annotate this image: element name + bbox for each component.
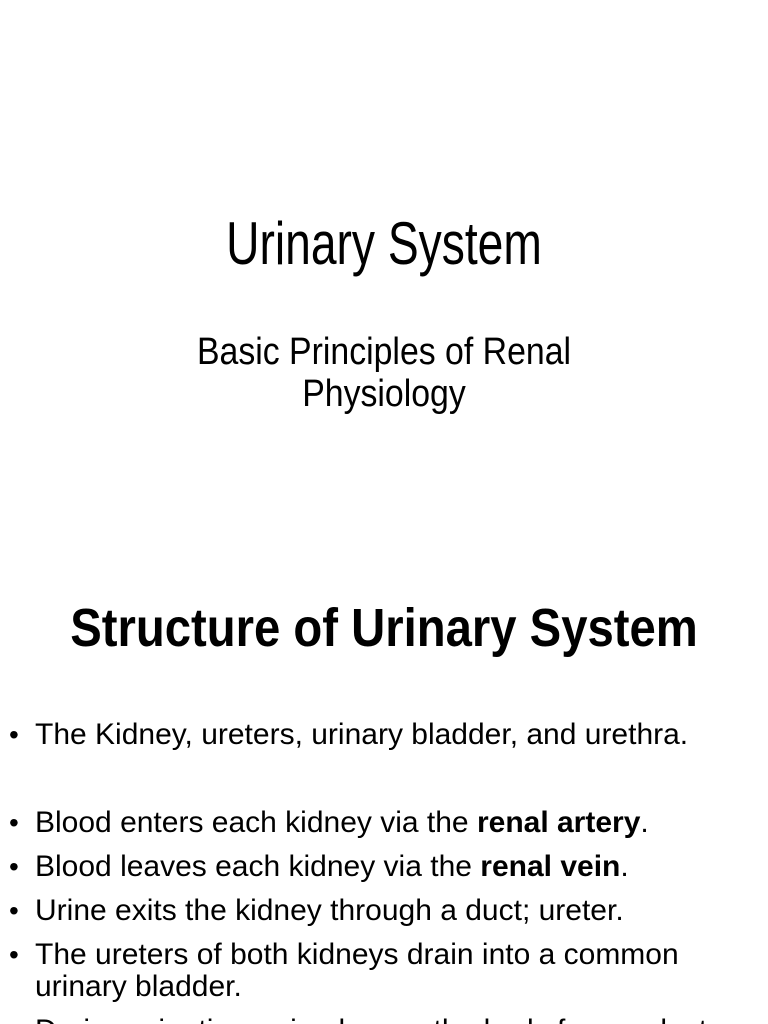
bullet-marker: • — [9, 895, 19, 926]
bullet-marker: • — [9, 939, 19, 970]
slide1-subtitle-line1: Basic Principles of Renal — [196, 331, 572, 373]
bullet-list: • The Kidney, ureters, urinary bladder, a… — [0, 719, 745, 1024]
bullet-marker: • — [9, 719, 19, 750]
bullet-text: Blood enters each kidney via the renal a… — [35, 806, 649, 839]
bullet-item: • Urine exits the kidney through a duct; … — [0, 895, 745, 927]
bullet-text: The ureters of both kidneys drain into a… — [35, 938, 679, 1003]
bullet-marker: • — [9, 807, 19, 838]
bullet-item: • The ureters of both kidneys drain into … — [0, 939, 745, 1003]
bullet-item: • The Kidney, ureters, urinary bladder, a… — [0, 719, 745, 751]
slide2-heading: Structure of Urinary System — [70, 598, 698, 658]
bullet-text: During urination, urine leaves the body … — [35, 1014, 715, 1024]
bullet-text: Blood leaves each kidney via the renal v… — [35, 850, 629, 883]
bullet-item: • Blood leaves each kidney via the renal … — [0, 851, 745, 883]
slide1-title: Urinary System — [226, 210, 542, 277]
slide1-subtitle-line2: Physiology — [302, 373, 466, 415]
bullet-marker: • — [9, 851, 19, 882]
bullet-item: • Blood enters each kidney via the renal … — [0, 807, 745, 839]
bullet-text: Urine exits the kidney through a duct; u… — [35, 894, 624, 927]
bullet-text: The Kidney, ureters, urinary bladder, an… — [35, 718, 689, 751]
bullet-item: • During urination, urine leaves the body… — [0, 1015, 745, 1024]
slide1-subtitle: Basic Principles of Renal Physiology — [42, 331, 726, 415]
bullet-marker: • — [9, 1015, 19, 1024]
